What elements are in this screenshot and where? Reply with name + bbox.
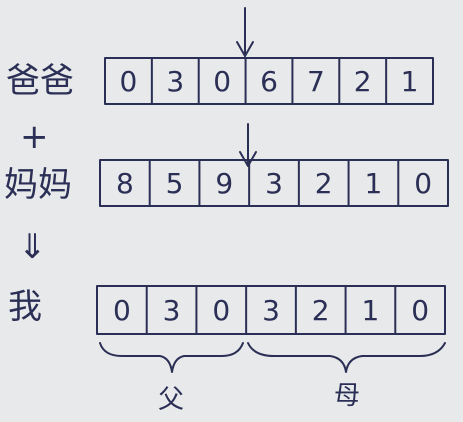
me-cell-digit: 0: [411, 294, 429, 327]
dad-cell-digit: 0: [213, 65, 231, 98]
me-cell-digit: 1: [362, 294, 380, 327]
mom-cell-digit: 1: [365, 167, 383, 200]
dad-cell-digit: 6: [260, 65, 278, 98]
dad-cell-digit: 7: [307, 65, 325, 98]
mom-cell-digit: 8: [116, 167, 134, 200]
mother-brace: [247, 342, 446, 373]
me-cell-digit: 0: [113, 294, 131, 327]
plus-sign: +: [20, 117, 49, 157]
dad-cell-digit: 2: [354, 65, 372, 98]
split-arrow-top: [236, 7, 254, 57]
father-brace: [99, 342, 244, 373]
mom-cell-digit: 2: [315, 167, 333, 200]
father-brace-label: 父: [158, 385, 184, 415]
me-array-box: [96, 285, 446, 335]
me-cell-digit: 0: [212, 294, 230, 327]
dad-cell-digit: 0: [120, 65, 138, 98]
mom-array-box: [99, 159, 449, 207]
me-cell-digit: 2: [312, 294, 330, 327]
mom-cell-digit: 5: [166, 167, 184, 200]
dad-array-box: [104, 57, 434, 105]
mom-cell-digit: 0: [414, 167, 432, 200]
row-label-dad: 爸爸: [6, 61, 74, 101]
row-label-mom: 妈妈: [4, 165, 72, 205]
mother-brace-label: 母: [334, 381, 360, 411]
dad-cell-digit: 1: [401, 65, 419, 98]
me-cell-digit: 3: [262, 294, 280, 327]
row-label-me: 我: [8, 287, 42, 327]
implies-arrow: ⇓: [18, 227, 47, 267]
mom-cell-digit: 3: [265, 167, 283, 200]
mom-cell-digit: 9: [215, 167, 233, 200]
dad-cell-digit: 3: [166, 65, 184, 98]
me-cell-digit: 3: [163, 294, 181, 327]
